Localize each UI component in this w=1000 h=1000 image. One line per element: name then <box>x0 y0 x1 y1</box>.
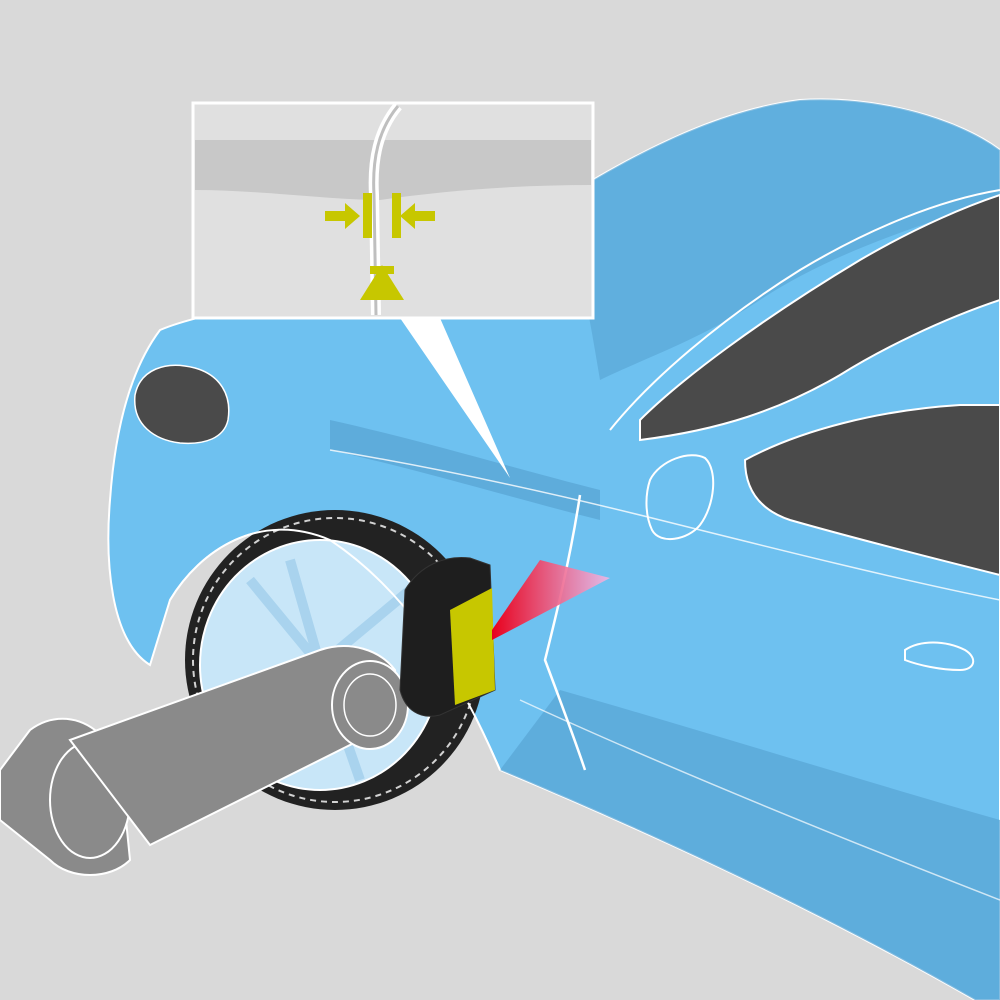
door-lower-shade <box>500 690 1000 1000</box>
inset-callout <box>191 101 595 478</box>
laser-sensor <box>399 556 610 717</box>
gap-marker-right <box>392 193 401 238</box>
car <box>107 98 1000 1000</box>
robot-joint-upper-inner <box>343 673 397 737</box>
arrow-left-icon <box>325 203 360 229</box>
side-window <box>743 404 1000 577</box>
inset-panel <box>195 140 591 200</box>
inset-gap-line-core <box>372 105 400 316</box>
headlight <box>134 364 230 445</box>
belt-line <box>329 449 1000 601</box>
side-mirror <box>645 454 715 541</box>
door-handle <box>904 641 975 672</box>
gap-arrows <box>325 203 435 300</box>
hood-shade <box>560 99 1000 381</box>
arrow-up-stem <box>370 266 394 274</box>
laser-beam <box>492 560 610 640</box>
gap-marker-left <box>363 193 372 238</box>
fender-shadow <box>330 420 600 520</box>
door-gap-line <box>543 494 587 771</box>
windshield <box>639 193 1000 442</box>
inset-pointer <box>400 318 510 478</box>
a-pillar <box>609 189 1000 431</box>
arrow-right-icon <box>400 203 435 229</box>
sill-line <box>519 699 1000 901</box>
sensor-face <box>450 588 495 705</box>
wheel-arch <box>169 528 501 771</box>
arrow-up-icon <box>360 265 404 300</box>
robot-arm <box>0 645 409 876</box>
